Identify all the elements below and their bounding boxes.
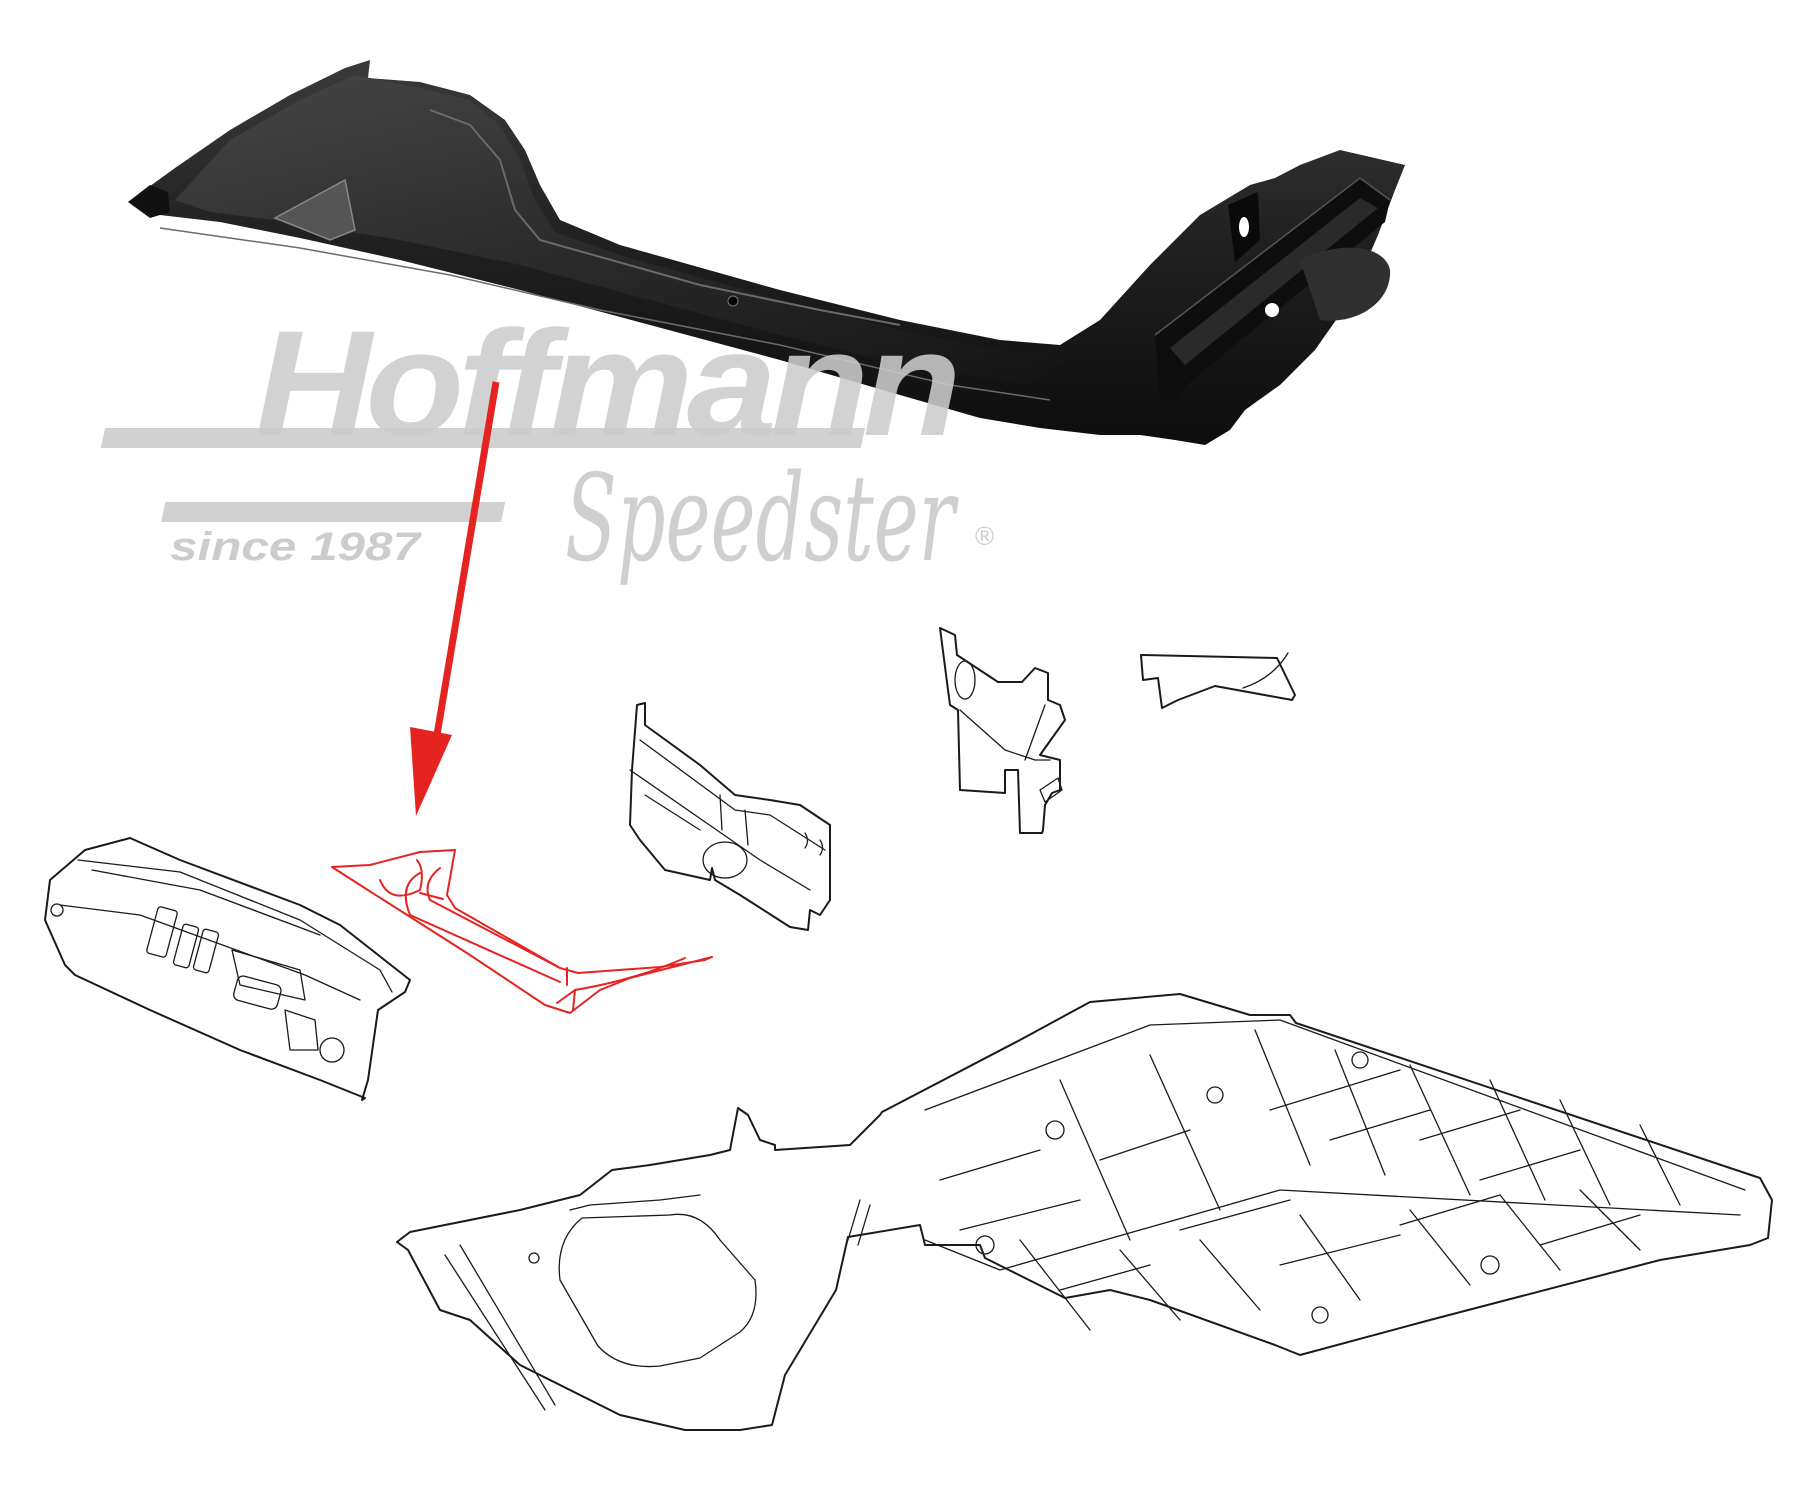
part-rear-panel [44,837,411,1101]
logo-bar-bottom [161,502,506,522]
logo-bar-top [100,428,866,448]
part-bracket-upper [939,627,1066,834]
registered-mark: ® [975,521,994,551]
arrow-shaft [433,381,500,736]
part-floor-pan [396,993,1773,1431]
logo-brand-main: Hoffmann [255,299,955,467]
part-bracket-small [1140,652,1296,709]
part-highlighted [331,849,713,1014]
part-tunnel-section [629,702,831,931]
logo-brand-sub: Speedster [565,450,959,589]
arrow-head-icon [410,727,452,816]
logo-since: since 1987 [170,525,422,569]
